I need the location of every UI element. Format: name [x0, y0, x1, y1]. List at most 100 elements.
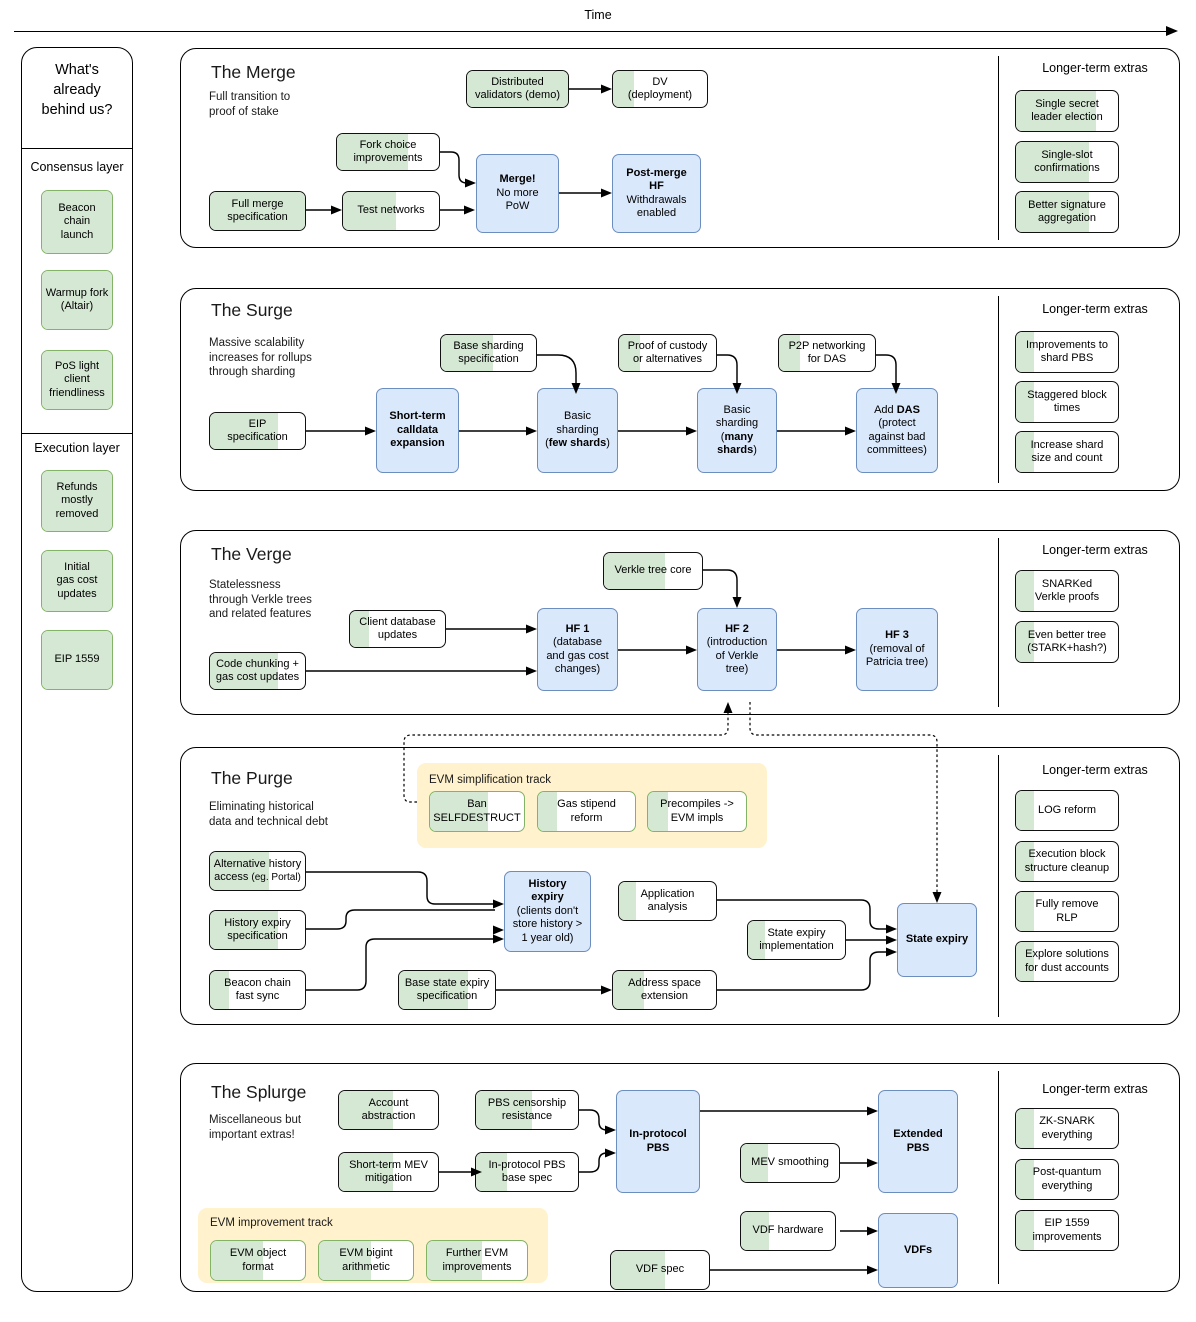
track-item-purge-2[interactable]: Precompiles ->EVM impls	[647, 791, 747, 832]
sidebar-group-label-consensus-layer: Consensus layer	[30, 160, 124, 174]
progress-fill	[339, 1153, 394, 1191]
progress-fill	[1016, 142, 1090, 182]
node-vdf-hardware[interactable]: VDF hardware	[740, 1211, 836, 1251]
extra-purge-0[interactable]: LOG reform	[1015, 790, 1119, 831]
extra-verge-1[interactable]: Even better tree(STARK+hash?)	[1015, 621, 1119, 663]
progress-fill	[343, 192, 396, 230]
node-vdf-spec[interactable]: VDF spec	[610, 1250, 710, 1290]
progress-fill	[210, 413, 279, 449]
node-label: VDF hardware	[752, 1224, 824, 1237]
node-mev-smoothing[interactable]: MEV smoothing	[740, 1143, 840, 1183]
progress-fill	[210, 852, 269, 890]
sidebar-item-warmup-fork[interactable]: Warmup fork(Altair)	[41, 270, 113, 330]
node-dv-deploy[interactable]: DV(deployment)	[612, 70, 708, 108]
progress-fill	[210, 911, 279, 949]
node-test-nets[interactable]: Test networks	[342, 191, 440, 231]
node-state-expiry[interactable]: State expiry	[897, 903, 977, 977]
progress-fill	[741, 1144, 769, 1182]
progress-fill	[741, 1212, 770, 1250]
progress-fill	[619, 882, 637, 920]
node-vdfs[interactable]: VDFs	[878, 1213, 958, 1288]
extras-separator-merge	[998, 56, 999, 240]
node-label: EIP 1559	[54, 653, 100, 666]
sidebar-item-eip-1559[interactable]: EIP 1559	[41, 630, 113, 690]
node-code-chunk[interactable]: Code chunking +gas cost updates	[209, 652, 306, 690]
node-verkle-core[interactable]: Verkle tree core	[603, 552, 703, 590]
extras-title-verge: Longer-term extras	[1042, 543, 1148, 557]
progress-fill	[42, 551, 112, 611]
